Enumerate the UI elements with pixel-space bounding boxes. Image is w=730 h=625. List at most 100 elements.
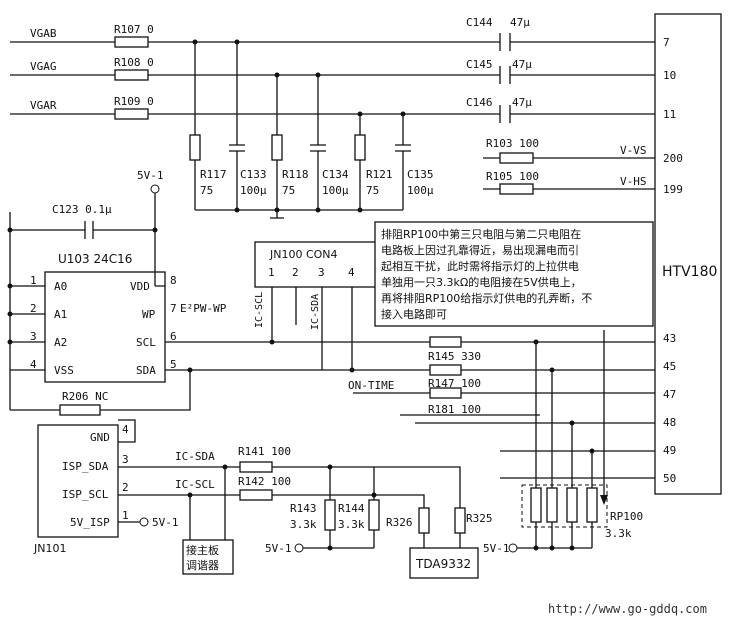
- htv180-pin-10: 10: [663, 69, 676, 82]
- watermark-url: http://www.go-gddq.com: [548, 602, 707, 616]
- r121-label: R121: [366, 168, 393, 181]
- c134-label: C134: [322, 168, 349, 181]
- supply-5v1-r143: 5V-1: [265, 542, 292, 555]
- vgab-label: VGAB: [30, 27, 57, 40]
- led-resistor-lines: [353, 336, 655, 479]
- u103-pin7-num: 7: [170, 302, 177, 315]
- r121-value: 75: [366, 184, 379, 197]
- supply-5v1-top: 5V-1: [137, 169, 164, 182]
- c144-label: C144: [466, 16, 493, 29]
- note-line-6: 接入电路即可: [381, 308, 447, 321]
- u103-pin8-num: 8: [170, 274, 177, 287]
- r117-label: R117: [200, 168, 227, 181]
- htv180-pin-7: 7: [663, 36, 670, 49]
- r325-label: R325: [466, 512, 493, 525]
- u103-pin3-num: 3: [30, 330, 37, 343]
- c133-label: C133: [240, 168, 267, 181]
- note-box: [374, 221, 654, 327]
- termination-network: [189, 42, 411, 219]
- jn101-scl-name: ISP_SCL: [62, 488, 109, 501]
- sync-lines: [483, 152, 655, 195]
- r141-label: R141 100: [238, 445, 291, 458]
- tda9332-box: [409, 547, 479, 579]
- jn100-pin4: 4: [348, 266, 355, 279]
- supply-5v1-jn101: 5V-1: [152, 516, 179, 529]
- c144-value: 47μ: [510, 16, 530, 29]
- htv180-pin-199: 199: [663, 183, 683, 196]
- note-line-3: 起相互干扰，此时需将指示灯的上拉供电: [381, 259, 579, 273]
- u103-pin1-name: A0: [54, 280, 67, 293]
- u103-pin3-name: A2: [54, 336, 67, 349]
- jn101-block: [37, 424, 119, 538]
- r118-label: R118: [282, 168, 309, 181]
- vga-input-lines: [10, 33, 655, 123]
- jn100-pin2: 2: [292, 266, 299, 279]
- jn100-block: [254, 241, 381, 288]
- r206-label: R206 NC: [62, 390, 108, 403]
- vgag-label: VGAG: [30, 60, 57, 73]
- r143-value: 3.3k: [290, 518, 317, 531]
- note-line-1: 排阻RP100中第三只电阻与第二只电阻在: [381, 227, 581, 241]
- jn101-5v-name: 5V_ISP: [70, 516, 110, 529]
- v-vs-label: V-VS: [620, 144, 647, 157]
- tda9332-label: TDA9332: [415, 557, 471, 571]
- htv180-pin-200: 200: [663, 152, 683, 165]
- htv180-pin-47: 47: [663, 388, 676, 401]
- on-time-label: ON-TIME: [348, 379, 394, 392]
- rp100-array: [517, 330, 608, 549]
- jn101-sda-num: 3: [122, 453, 129, 466]
- r109-label: R109 0: [114, 95, 154, 108]
- note-line-2: 电路板上因过孔靠得近，易出现漏电而引: [381, 243, 579, 257]
- u103-pin6-name: SCL: [136, 336, 156, 349]
- jn101-wiring: [118, 419, 466, 549]
- htv180-pin-11: 11: [663, 108, 676, 121]
- note-line-4: 单独用一只3.3kΩ的电阻接在5V供电上，: [381, 275, 582, 289]
- ic-scl-vertical-label: IC-SCL: [254, 292, 265, 328]
- c135-label: C135: [407, 168, 434, 181]
- u103-title: U103 24C16: [58, 252, 132, 266]
- jn101-sda-name: ISP_SDA: [62, 460, 109, 473]
- jn101-gnd-num: 4: [122, 423, 129, 436]
- ic-scl-label: IC-SCL: [175, 478, 215, 491]
- htv180-block: [654, 13, 722, 495]
- jn100-wiring: [271, 287, 353, 370]
- tuner-line-2: 调谐器: [186, 558, 219, 572]
- u103-pin8-name: VDD: [130, 280, 150, 293]
- v-hs-label: V-HS: [620, 175, 647, 188]
- jn101-title: JN101: [33, 542, 66, 555]
- ic-sda-vertical-label: IC-SDA: [310, 294, 321, 330]
- c146-label: C146: [466, 96, 493, 109]
- tuner-line-1: 接主板: [186, 543, 219, 557]
- jn101-gnd-name: GND: [90, 431, 110, 444]
- r142-label: R142 100: [238, 475, 291, 488]
- jn101-scl-num: 2: [122, 481, 129, 494]
- r181-label: R181 100: [428, 403, 481, 416]
- ic-sda-label: IC-SDA: [175, 450, 215, 463]
- r144-value: 3.3k: [338, 518, 365, 531]
- c135-value: 100μ: [407, 184, 434, 197]
- u103-wiring: [9, 193, 655, 416]
- e2pw-wp-label: E²PW-WP: [180, 302, 227, 315]
- htv180-pin-48: 48: [663, 416, 676, 429]
- r117-value: 75: [200, 184, 213, 197]
- jn100-pin1: 1: [268, 266, 275, 279]
- c146-value: 47μ: [512, 96, 532, 109]
- jn101-5v-num: 1: [122, 509, 129, 522]
- htv180-pin-50: 50: [663, 472, 676, 485]
- r103-label: R103 100: [486, 137, 539, 150]
- htv180-pin-43: 43: [663, 332, 676, 345]
- u103-pin7-name: WP: [142, 308, 156, 321]
- r147-label: R147 100: [428, 377, 481, 390]
- rp100-label: RP100: [610, 510, 643, 523]
- vgar-label: VGAR: [30, 99, 57, 112]
- htv180-title: HTV180: [662, 264, 717, 280]
- r326-label: R326: [386, 516, 413, 529]
- c145-label: C145: [466, 58, 493, 71]
- rp100-outline: [521, 484, 608, 528]
- r144-label: R144: [338, 502, 365, 515]
- u103-pin2-name: A1: [54, 308, 67, 321]
- u103-pin4-num: 4: [30, 358, 37, 371]
- u103-pin6-num: 6: [170, 330, 177, 343]
- u103-pin1-num: 1: [30, 274, 37, 287]
